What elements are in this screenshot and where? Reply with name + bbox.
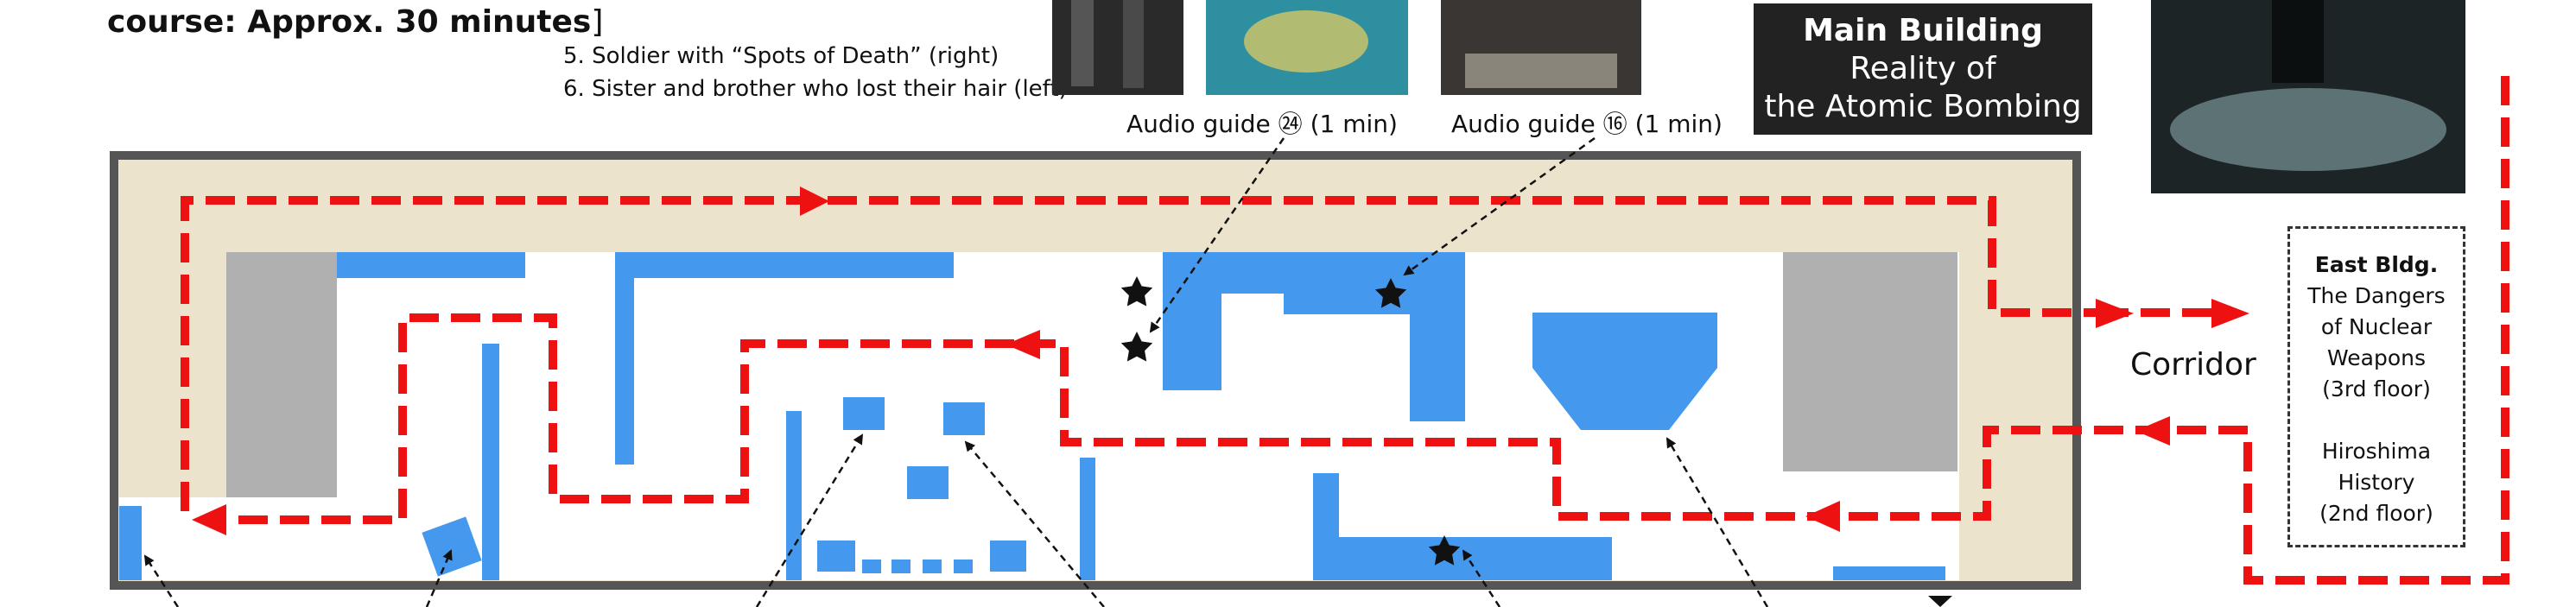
wall [923,560,942,573]
wall [1833,566,1945,580]
photo-model-diorama [2170,88,2446,171]
photo-victim-face [1244,10,1368,73]
arrow-icon [2211,299,2249,328]
arrow-icon [2135,416,2170,446]
wall [1080,458,1095,580]
arrow-icon [1006,330,1040,359]
wall [891,560,910,573]
east-building-label: East Bldg. The Dangers of Nuclear Weapon… [2287,226,2465,547]
wall [907,466,949,499]
main-building-label: Main Building Reality of the Atomic Bomb… [1754,3,2092,135]
star-icon [1120,276,1153,307]
wall [843,397,885,430]
main-building-subtitle: the Atomic Bombing [1764,89,2082,124]
corridor-label: Corridor [2130,347,2256,383]
wall [817,541,855,572]
east-building-line: The Dangers [2307,283,2446,308]
wall [990,541,1026,572]
east-building-line: (3rd floor) [2322,376,2431,402]
wall [943,402,985,435]
photo-relic-step [1465,54,1617,88]
pointer-lines [143,136,1769,607]
east-building-title: East Bldg. [2314,252,2439,277]
course-text: course: Approx. 30 minutes [107,4,592,40]
exhibit-item: 6. Sister and brother who lost their hai… [563,76,1068,102]
wall [1532,313,1717,430]
main-building-subtitle: Reality of [1850,51,1996,86]
wall [422,516,482,577]
wall [954,560,973,573]
star-icon [1428,535,1461,566]
course-duration: course: Approx. 30 minutes] [107,0,603,45]
gray-block [1783,252,1957,471]
wall [337,252,525,278]
star-icon [1120,332,1153,362]
arrow-icon [800,187,829,216]
exhibit-list: 5. Soldier with “Spots of Death” (right)… [563,40,1068,105]
route-arrows [192,187,2249,535]
star-icon [1374,278,1407,308]
wall [482,344,499,580]
wall [119,506,142,580]
east-building-line: Hiroshima [2321,439,2432,464]
wall [786,411,802,580]
photo-soldier-figure [1071,0,1094,86]
east-building-line: Weapons [2327,345,2426,370]
exhibit-item: 5. Soldier with “Spots of Death” (right) [563,43,999,69]
audio-guide-stars [1120,276,1461,566]
arrow-icon [1805,501,1840,532]
arrow-icon [2096,299,2134,328]
wall [1313,473,1612,580]
audio-guide-label: Audio guide ⑯ (1 min) [1451,110,1723,138]
course-bracket: ] [591,4,604,40]
east-building-line: (2nd floor) [2319,501,2433,526]
photo-soldier-figure [1123,0,1144,88]
audio-guide-label: Audio guide ㉔ (1 min) [1126,110,1398,138]
gray-block [226,252,337,497]
wall [615,252,634,465]
arrow-icon [192,504,226,535]
east-building-line: of Nuclear [2320,314,2433,339]
east-building-line: History [2338,470,2415,495]
wall [862,560,881,573]
wall [615,252,954,278]
arrow-icon [1928,596,1952,607]
photo-model-pillar [2272,0,2324,83]
main-building-title: Main Building [1803,13,2043,48]
